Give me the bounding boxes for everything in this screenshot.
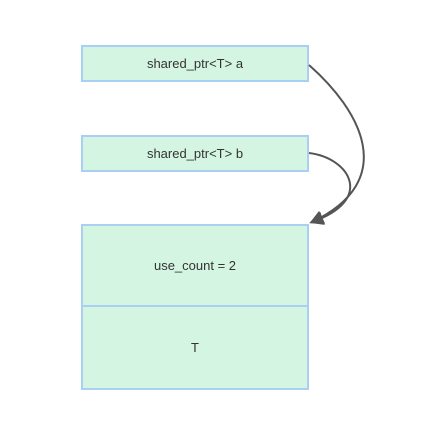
arrow-a-to-control-block (308, 64, 365, 224)
control-block: use_count = 2 T (81, 224, 309, 390)
use-count-cell: use_count = 2 (83, 226, 307, 307)
use-count-label: use_count = 2 (153, 258, 237, 273)
shared-ptr-b-label: shared_ptr<T> b (146, 146, 244, 161)
shared-ptr-b-box: shared_ptr<T> b (81, 135, 309, 172)
shared-ptr-a-label: shared_ptr<T> a (146, 56, 244, 71)
managed-object-cell: T (83, 307, 307, 388)
arrow-b-to-control-block (308, 152, 352, 225)
managed-object-label: T (191, 340, 199, 355)
shared-ptr-a-box: shared_ptr<T> a (81, 45, 309, 82)
